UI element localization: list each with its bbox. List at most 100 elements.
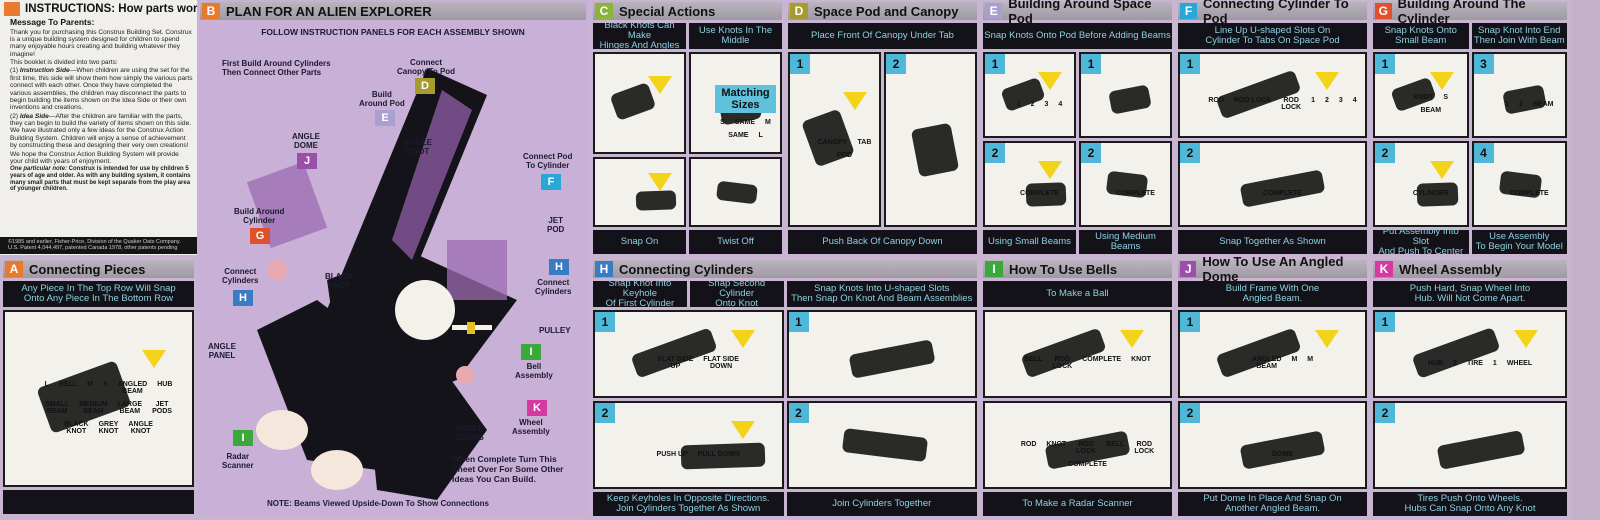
part-illustration [1108, 84, 1153, 116]
alien-explorer-model-illustration [246, 68, 517, 500]
panel-label: ROD LOCK [1134, 440, 1155, 455]
plan-complete-note: When Complete Turn This Sheet Over For S… [452, 454, 564, 484]
instruction-panel: 2 [884, 52, 977, 227]
yellow-arrow-icon [1315, 330, 1340, 349]
section-title: How To Use An Angled Dome [1202, 254, 1344, 284]
caption-text: Snap Together As Shown [1178, 230, 1367, 254]
panel-label: ROD [1020, 440, 1037, 448]
instruction-text: Build Frame With One Angled Beam. [1178, 281, 1367, 307]
instruction-text: Any Piece In The Top Row Will Snap Onto … [3, 281, 194, 307]
panel-label: CYLINDER [1412, 189, 1449, 197]
step-number: 2 [595, 403, 615, 423]
callout-k-label: Wheel Assembly [512, 418, 550, 437]
panel-label: ROD LOCK [1233, 97, 1272, 104]
callout-h-left-label: Connect Cylinders [222, 267, 259, 286]
panel-label: L [758, 131, 763, 139]
section-badge: C [595, 3, 613, 19]
callout-g-badge[interactable]: G [250, 228, 270, 244]
callout-k-badge[interactable]: K [527, 400, 547, 416]
yellow-arrow-icon [731, 421, 756, 440]
panel-label: 4 [1058, 100, 1063, 108]
plan-note: NOTE: Beams Viewed Upside-Down To Show C… [267, 499, 489, 508]
caption-text: Tires Push Onto Wheels. Hubs Can Snap On… [1373, 492, 1567, 516]
caption-text: Put Dome In Place And Snap On Another An… [1178, 492, 1367, 516]
panel-label: S [103, 380, 108, 388]
caption-text: Snap On [593, 229, 686, 254]
panel-label: BEAM [1420, 107, 1442, 114]
callout-h-right-badge[interactable]: H [549, 259, 569, 275]
callout-h-left-badge[interactable]: H [233, 290, 253, 306]
right-edge-strip [1572, 0, 1600, 520]
panel-label: COMPLETE [1116, 189, 1155, 197]
panel-label: ROD LOCK [1076, 440, 1097, 455]
callout-e-badge[interactable]: E [375, 110, 395, 126]
step-number: 2 [886, 54, 906, 74]
callout-i-radar-badge[interactable]: I [233, 430, 253, 446]
caption-text: Join Cylinders Together [786, 492, 977, 516]
section-grid: Push Hard, Snap Wheel Into Hub. Will Not… [1373, 281, 1567, 516]
panel-label: CANOPY [817, 138, 848, 146]
part-illustration [1020, 327, 1107, 379]
yellow-arrow-icon [1429, 161, 1454, 180]
step-number: 2 [788, 403, 809, 423]
panel-label: HUB [157, 380, 173, 388]
step-number: 4 [1473, 143, 1494, 163]
section-title: How To Use Bells [1009, 261, 1118, 277]
panel-label: ANGLED BEAM [117, 380, 148, 395]
callout-j-badge[interactable]: J [297, 153, 317, 169]
panel-label: HUB [1427, 359, 1444, 367]
callout-d-badge[interactable]: D [415, 78, 435, 94]
panel-label: ROD LOCK [1281, 97, 1302, 111]
plan-title: PLAN FOR AN ALIEN EXPLORER [226, 3, 432, 19]
intro-panel: INSTRUCTIONS: How parts work Message To … [0, 0, 204, 255]
callout-f-badge[interactable]: F [541, 174, 561, 190]
panel-label: S [1443, 94, 1448, 101]
section-badge: J [1180, 261, 1197, 277]
step-number: 1 [985, 54, 1005, 74]
part-illustration [630, 327, 718, 379]
panel-label: LARGE BEAM [117, 400, 143, 415]
step-number: 3 [1473, 54, 1494, 74]
panel-label: JET PODS [152, 400, 172, 415]
instruction-text: Snap Knots Into U-shaped Slots Then Snap… [786, 281, 977, 307]
section-badge: F [1180, 3, 1197, 19]
callout-i-bell-badge[interactable]: I [521, 344, 541, 360]
part-illustration [1215, 327, 1302, 379]
panel-label: KNOT [1413, 94, 1434, 101]
panel-label: POD [836, 151, 853, 159]
instruction-text: Snap Knot Into End Then Join With Beam [1471, 23, 1567, 49]
part-label-angle-beams: ANGLE BEAMS [455, 424, 484, 443]
panel-label: BLACK KNOT [64, 420, 89, 435]
plan-section: B PLAN FOR AN ALIEN EXPLORER FOLLOW INST… [197, 0, 589, 516]
panel-label: BELL [1106, 440, 1125, 448]
panel-label: 1 [1311, 97, 1315, 104]
step-number: 1 [1375, 54, 1395, 74]
yellow-arrow-icon [842, 91, 867, 110]
section-grid: Snap Knot Into Keyhole Of First Cylinder… [593, 279, 977, 516]
part-illustration [1411, 327, 1500, 379]
step-number: 2 [1180, 143, 1200, 163]
panel-label: S [720, 118, 725, 126]
section-header: J How To Use An Angled Dome [1178, 254, 1367, 284]
panel-label: 4 [1352, 97, 1357, 104]
instruction-text: Snap Second Cylinder Onto Knot [689, 279, 784, 308]
panel-label: M [87, 380, 93, 388]
yellow-arrow-icon [647, 173, 672, 192]
instruction-text: Snap Knots Onto Small Beam [1373, 23, 1469, 49]
